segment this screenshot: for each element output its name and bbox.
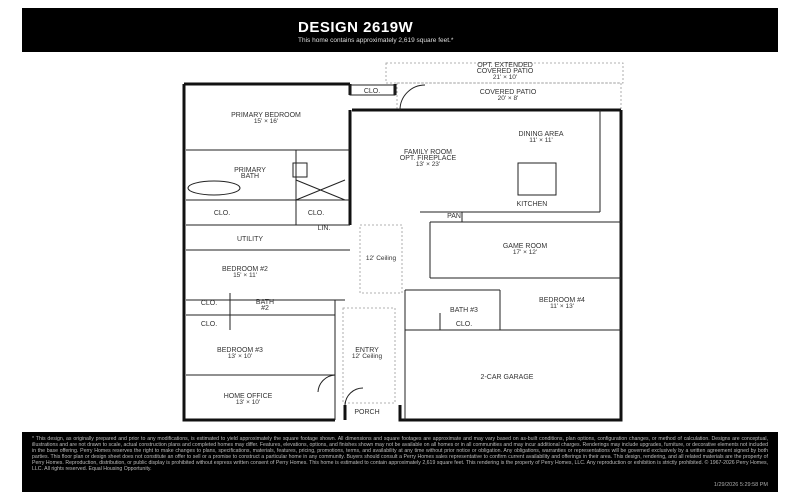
entry-ceiling-label: 12' Ceiling — [352, 353, 383, 360]
closet-label: CLO. — [364, 88, 380, 95]
bath3-label: BATH #3 — [450, 307, 478, 314]
primary-bath-label-1: PRIMARY — [234, 167, 266, 174]
family-room-dim: 13' × 23' — [416, 161, 440, 168]
footer-banner: * This design, as originally prepared an… — [22, 432, 778, 492]
disclaimer-text: * This design, as originally prepared an… — [32, 436, 768, 473]
utility-label: UTILITY — [237, 236, 263, 243]
interior-wall — [348, 84, 621, 225]
bedroom3-dim: 13' × 10' — [228, 353, 252, 360]
exterior-wall — [182, 82, 623, 422]
closet-label: CLO. — [201, 321, 217, 328]
bedroom4-label: BEDROOM #4 — [539, 297, 585, 304]
family-room-label-2: OPT. FIREPLACE — [400, 155, 457, 162]
covered-patio-label: COVERED PATIO — [480, 89, 537, 96]
family-room-label-1: FAMILY ROOM — [404, 149, 452, 156]
design-title: DESIGN 2619W — [298, 19, 414, 36]
timestamp: 1/29/2026 5:29:58 PM — [713, 482, 768, 488]
porch-label: PORCH — [354, 409, 379, 416]
covered-patio-dim: 20' × 8' — [498, 95, 519, 102]
primary-bedroom-label: PRIMARY BEDROOM — [231, 112, 301, 119]
bath2-label-1: BATH — [256, 299, 274, 306]
bath2-label-2: #2 — [261, 305, 269, 312]
bedroom4-dim: 11' × 13' — [550, 303, 574, 310]
garage-label: 2-CAR GARAGE — [481, 374, 534, 381]
front-door-swing — [344, 387, 364, 406]
pantry-label: PAN. — [447, 213, 463, 220]
closet-outline — [349, 84, 396, 96]
kitchen-label: KITCHEN — [517, 201, 548, 208]
hall-ceiling-label: 12' Ceiling — [366, 255, 397, 262]
entry-label: ENTRY — [355, 347, 379, 354]
partition-walls — [186, 110, 621, 420]
bedroom2-dim: 15' × 11' — [233, 272, 257, 279]
closet-label: CLO. — [201, 300, 217, 307]
dining-area-dim: 11' × 11' — [529, 137, 552, 144]
bath2-walls — [229, 293, 290, 330]
patio-door-swing — [399, 84, 426, 111]
linen-label: LIN. — [318, 225, 331, 232]
square-footage-note: This home contains approximately 2,619 s… — [298, 37, 454, 44]
opt-patio-outline — [385, 62, 624, 84]
bathtub-icon — [187, 180, 241, 196]
opt-patio-dim: 21' × 10' — [493, 74, 517, 81]
game-room-label: GAME ROOM — [503, 243, 548, 250]
hall-ceiling-outline — [359, 224, 403, 294]
closet-label: CLO. — [456, 321, 472, 328]
game-room-dim: 17' × 12' — [513, 249, 537, 256]
opt-patio-label-1: OPT. EXTENDED — [477, 62, 533, 69]
closet-label: CLO. — [308, 210, 324, 217]
bedroom2-label: BEDROOM #2 — [222, 266, 268, 273]
primary-bedroom-dim: 15' × 16' — [254, 118, 278, 125]
home-office-label: HOME OFFICE — [224, 393, 273, 400]
kitchen-island — [517, 162, 557, 196]
primary-bath-label-2: BATH — [241, 173, 259, 180]
home-office-dim: 13' × 10' — [236, 399, 260, 406]
sink-icon — [292, 162, 308, 178]
covered-patio-outline — [396, 82, 622, 111]
closet-label: CLO. — [214, 210, 230, 217]
opt-patio-label-2: COVERED PATIO — [477, 68, 534, 75]
office-door-swing — [317, 374, 336, 393]
bedroom3-label: BEDROOM #3 — [217, 347, 263, 354]
bath3-closet-walls — [439, 313, 490, 331]
shower-icon — [295, 179, 346, 201]
header-banner: DESIGN 2619W This home contains approxim… — [22, 8, 778, 52]
entry-ceiling-outline — [342, 307, 396, 404]
dining-area-label: DINING AREA — [518, 131, 563, 138]
